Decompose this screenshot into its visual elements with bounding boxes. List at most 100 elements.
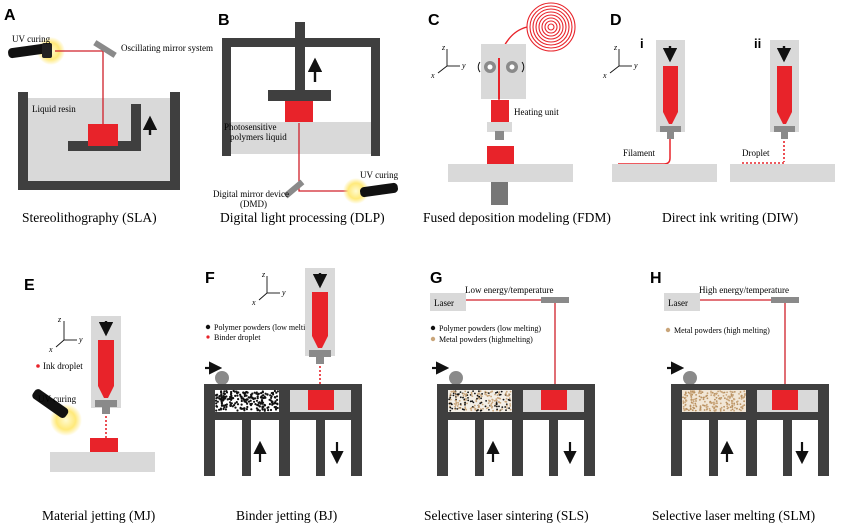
powder-particle (731, 408, 734, 411)
powder-particle (247, 396, 250, 399)
powder-particle (225, 395, 228, 398)
panel-e: E z y x Ink droplet UV curing Material j… (24, 277, 155, 523)
printed-part (88, 124, 118, 146)
powder-particle (730, 393, 733, 396)
powder-particle (250, 408, 253, 411)
powder-particle (698, 395, 701, 398)
powder-particle (272, 402, 275, 405)
powder-particle (478, 397, 481, 400)
powder-particle (480, 395, 483, 398)
powder-particle (219, 408, 222, 411)
powder-particle (497, 401, 500, 403)
powder-particle (481, 393, 483, 395)
powder-particle (740, 395, 743, 398)
bj-machine (204, 384, 362, 476)
powder-particle (234, 394, 237, 397)
powder-particle (258, 409, 261, 412)
powder-particle (706, 408, 708, 410)
powder-particle (694, 402, 697, 405)
powder-particle (236, 394, 239, 397)
powder-particle (464, 401, 466, 404)
powder-particle (717, 390, 719, 393)
powder-particle (708, 407, 711, 410)
powder-particle (729, 406, 732, 409)
powder-particle (276, 390, 279, 393)
powder-particle (220, 399, 223, 402)
roller-h (683, 371, 697, 385)
bed-i (612, 164, 717, 182)
panel-c: C z y x Heating unit Fused deposi (423, 2, 611, 225)
powder-particle (496, 405, 498, 408)
powder-particle (270, 396, 273, 399)
panel-letter-f: F (205, 270, 215, 287)
powder-particle (491, 406, 493, 409)
ink-ii (777, 66, 792, 124)
label-filament: Filament (623, 148, 655, 158)
powder-particle (719, 407, 722, 410)
powder-particle (700, 390, 702, 393)
powder-particle (491, 398, 494, 401)
powder-particle (470, 393, 473, 396)
powder-particle (223, 395, 226, 398)
polymer-powder-marker-g (430, 325, 436, 331)
ink-droplet-marker (36, 364, 40, 368)
powder-particle (507, 394, 510, 397)
caption-f: Binder jetting (BJ) (236, 508, 337, 523)
powder-particle (733, 404, 736, 406)
powder-particle (684, 396, 687, 399)
powder-particle (695, 397, 698, 400)
powder-particle (725, 394, 728, 396)
powder-particle (723, 405, 725, 408)
powder-particle (488, 394, 491, 397)
powder-particle (245, 408, 248, 411)
powder-particle (223, 406, 226, 409)
powder-particle (740, 409, 742, 412)
powder-particle (505, 390, 508, 393)
powder-particle (465, 393, 468, 395)
powder-particle (272, 393, 275, 396)
powder-particle (478, 406, 481, 408)
powder-particle (452, 390, 454, 393)
caption-g: Selective laser sintering (SLS) (424, 508, 589, 523)
label-dmd-2: (DMD) (240, 199, 267, 209)
powder-particle (267, 406, 270, 409)
powder-particle (456, 405, 459, 407)
powder-particle (273, 389, 276, 393)
powder-particle (261, 401, 265, 404)
powder-particle (492, 409, 494, 412)
fdm-nozzle (495, 131, 504, 140)
bj-binder (312, 292, 328, 348)
powder-particle (223, 390, 226, 393)
powder-particle (741, 406, 744, 409)
powder-particle (240, 399, 243, 403)
uv-glow-b (343, 178, 369, 204)
dlp-shaft (295, 22, 305, 92)
powder-particle (713, 407, 715, 410)
powder-particle (236, 392, 239, 395)
powder-particle (720, 406, 723, 409)
powder-particle (246, 398, 249, 401)
powder-particle (692, 406, 694, 409)
powder-particle (726, 405, 729, 408)
powder-particle (457, 403, 460, 406)
powder-particle (714, 398, 716, 401)
panel-letter-d: D (610, 12, 622, 29)
label-energy-g: Low energy/temperature (465, 285, 554, 295)
powder-particle (695, 405, 698, 408)
powder-particle (269, 408, 273, 412)
panel-f: F z y x Polymer powders (low melting) Bi… (204, 268, 362, 523)
powder-particle (480, 401, 483, 404)
dlp-part (285, 101, 313, 123)
polymer-powder-marker (205, 324, 211, 330)
powder-particle (479, 390, 482, 393)
powder-particle (215, 402, 218, 405)
powder-particle (458, 393, 460, 395)
powder-particle (455, 402, 458, 405)
powder-particle (699, 407, 702, 410)
powder-particle (482, 407, 484, 410)
ink-i (663, 66, 678, 124)
powder-particle (485, 394, 488, 396)
axis-x-d: x (602, 71, 607, 80)
powder-particle (250, 402, 253, 405)
powder-particle (738, 408, 741, 411)
